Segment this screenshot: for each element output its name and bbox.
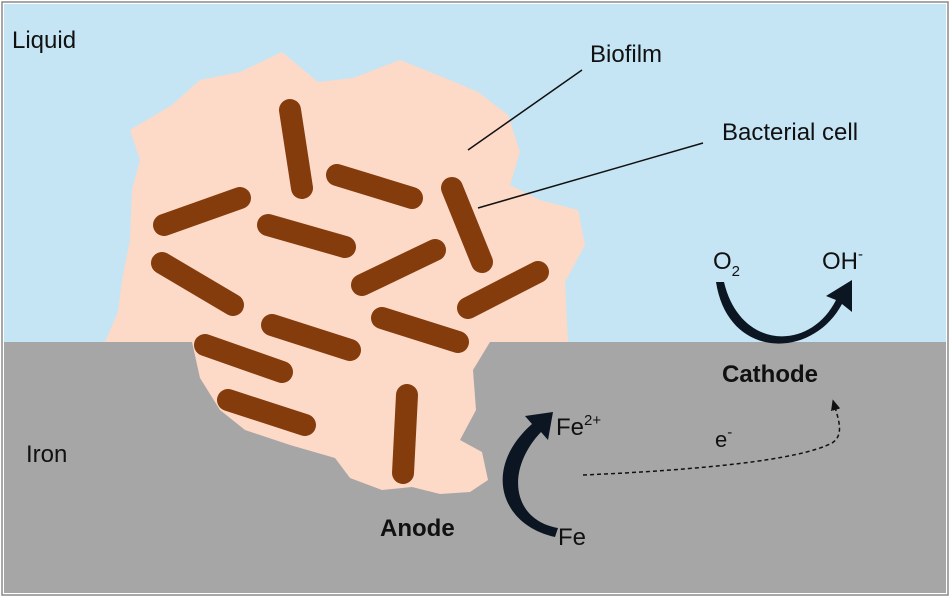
bacterial-cell [261, 314, 361, 361]
cathode-product-label: OH- [822, 246, 863, 275]
bacterial-cell [351, 239, 446, 296]
bacterial-cell [371, 307, 469, 353]
anode-reaction-arrow [502, 412, 558, 537]
bacterial-cell [217, 389, 316, 436]
bacterial-cell [392, 384, 418, 484]
biofilm-label: Biofilm [590, 41, 662, 68]
biofilm-blob [105, 52, 585, 494]
anode-label: Anode [380, 515, 455, 542]
bacterial-cell [194, 334, 293, 383]
anode-product-label: Fe2+ [556, 412, 601, 441]
bacterial-cell-label: Bacterial cell [722, 119, 858, 146]
bacterial-cell [457, 261, 549, 319]
bacterial-cell-leader-line [477, 142, 704, 209]
cathode-reactant-label: O2 [713, 248, 740, 280]
liquid-label: Liquid [12, 27, 76, 54]
bacterial-cell [153, 187, 251, 236]
bacterial-cell [257, 214, 356, 258]
iron-label: Iron [26, 441, 67, 468]
bacterial-cell [151, 252, 244, 316]
cathode-reaction-arrow [716, 280, 852, 344]
bacterial-cell [441, 177, 493, 273]
bacterial-cells [151, 99, 549, 484]
bacterial-cell [326, 164, 423, 209]
cathode-label: Cathode [722, 361, 818, 388]
anode-reactant-label: Fe [558, 524, 586, 551]
bacterial-cell [279, 99, 313, 199]
biofilm-leader-line [467, 69, 583, 151]
electron-label: e- [715, 424, 732, 452]
electron-flow-arrow [582, 399, 841, 476]
